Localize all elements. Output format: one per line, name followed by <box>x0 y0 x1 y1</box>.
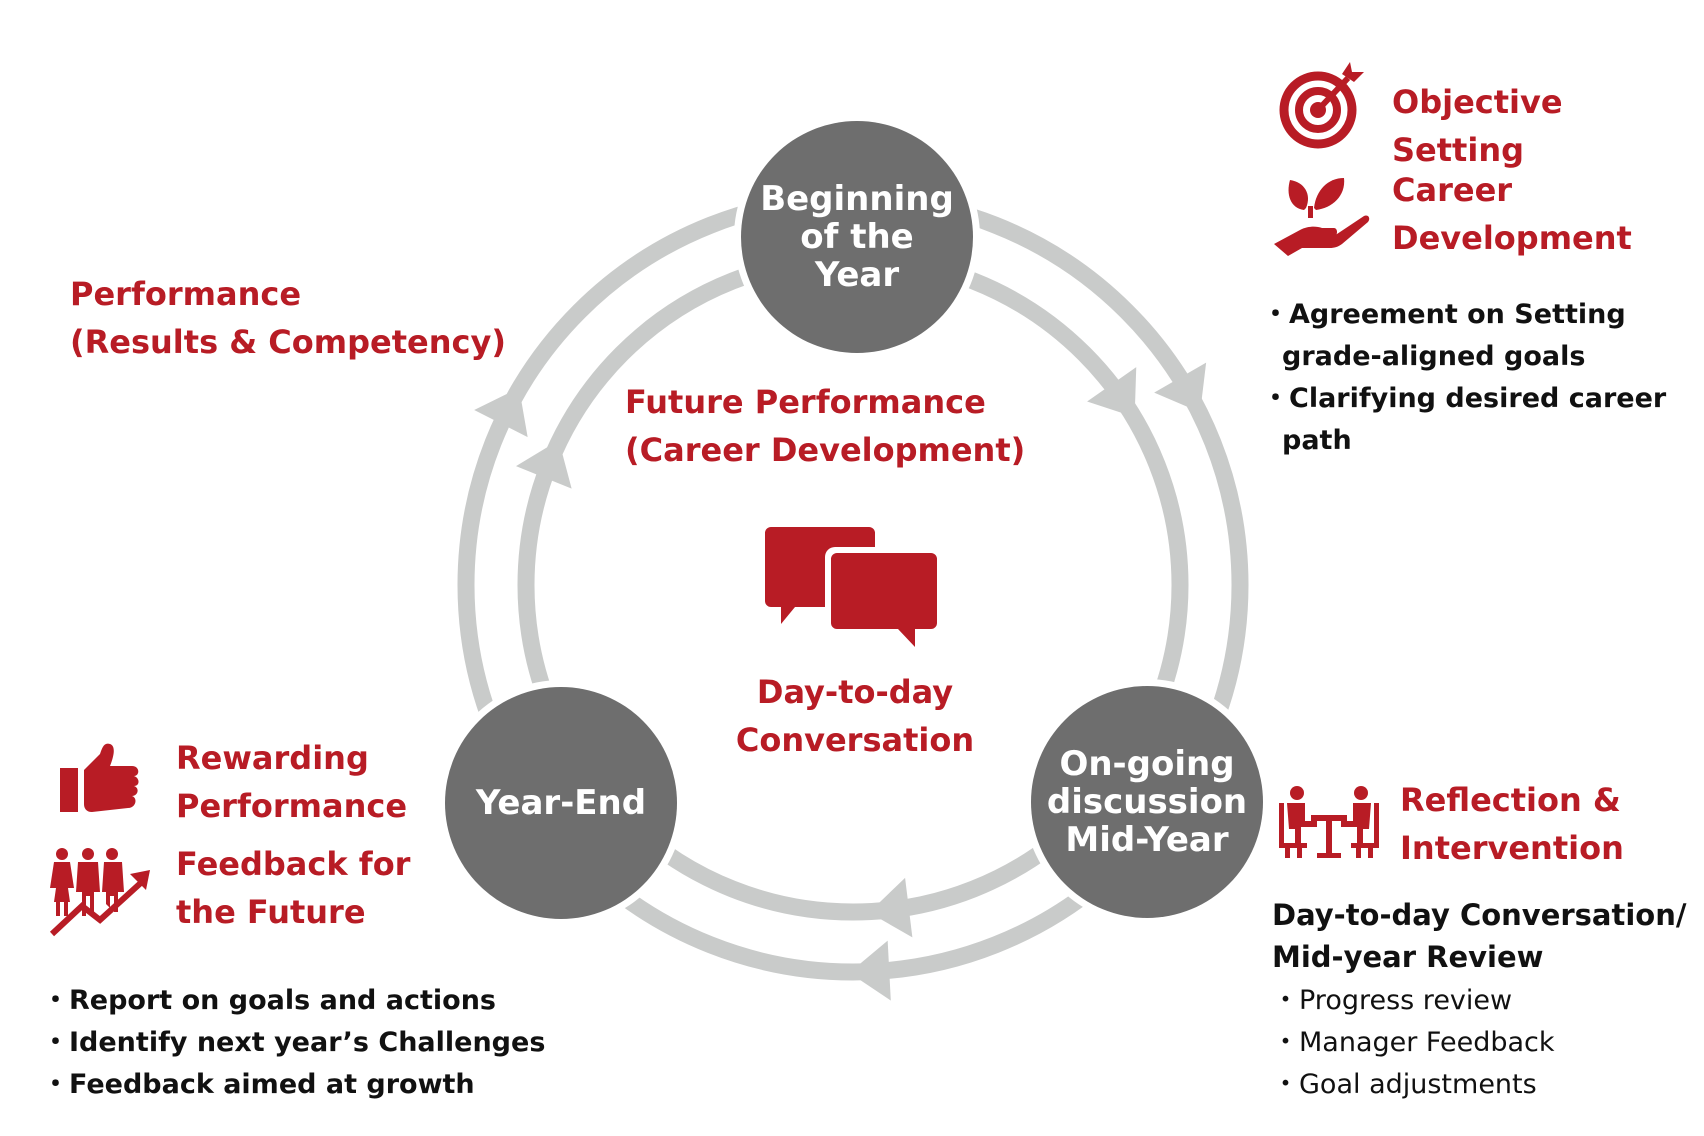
conversation-line: Day-to-day <box>756 673 954 711</box>
bullet-line: path <box>1282 425 1352 456</box>
rewarding-performance-label: Rewarding Performance <box>176 734 407 830</box>
bullet-item: ・Report on goals and actions <box>42 985 496 1016</box>
feedback-line: Feedback for <box>176 845 411 883</box>
objective-bullets: ・Agreement on Setting grade-aligned goal… <box>1262 294 1666 462</box>
career-line: Career <box>1392 171 1513 209</box>
bullet-item: ・Goal adjustments <box>1272 1069 1537 1100</box>
node-beginning-label: Beginning of the Year <box>741 121 973 353</box>
node-label-line: Year-End <box>475 782 647 823</box>
cycle-arrowhead <box>474 387 528 438</box>
node-label-line: discussion <box>1046 781 1248 822</box>
node-label-line: On-going <box>1059 743 1235 784</box>
target-icon <box>1279 62 1364 149</box>
midyear-bullets: ・Progress review ・Manager Feedback ・Goal… <box>1272 980 1555 1106</box>
midyear-review-heading: Day-to-day Conversation/ Mid-year Review <box>1272 894 1686 978</box>
year-end-bullets: ・Report on goals and actions ・Identify n… <box>42 980 545 1106</box>
reflection-intervention-label: Reflection & Intervention <box>1400 776 1624 872</box>
rewarding-line: Rewarding <box>176 739 369 777</box>
bullet-item: ・Agreement on Setting grade-aligned goal… <box>1262 294 1666 378</box>
heading-line: Day-to-day Conversation/ <box>1272 898 1687 932</box>
node-beginning-of-year[interactable] <box>741 121 973 353</box>
rewarding-line: Performance <box>176 787 408 825</box>
meeting-icon <box>1279 786 1379 858</box>
team-growth-icon <box>49 848 150 937</box>
bullet-item: ・Clarifying desired career path <box>1262 378 1666 462</box>
future-performance-label: Future Performance (Career Development) <box>625 378 1025 474</box>
performance-subtitle: (Results & Competency) <box>70 323 506 361</box>
bullet-line: ・Clarifying desired career <box>1262 383 1667 414</box>
plant-in-hand-icon <box>1274 178 1370 256</box>
bullet-line: ・Agreement on Setting <box>1262 299 1626 330</box>
future-performance-subtitle: (Career Development) <box>625 431 1026 469</box>
bullet-line: grade-aligned goals <box>1282 341 1586 372</box>
bullet-item: ・Progress review <box>1272 985 1513 1016</box>
thumbs-up-icon <box>60 743 139 812</box>
reflection-line: Intervention <box>1400 829 1624 867</box>
node-yearend-label: Year-End <box>445 687 677 919</box>
node-label-line: of the <box>800 216 914 257</box>
cycle-arrowhead <box>869 877 913 938</box>
node-label-line: Beginning <box>760 178 954 219</box>
bullet-item: ・Manager Feedback <box>1272 1027 1555 1058</box>
performance-label: Performance (Results & Competency) <box>70 270 506 366</box>
performance-title: Performance <box>70 275 302 313</box>
bullet-item: ・Feedback aimed at growth <box>42 1069 475 1100</box>
future-performance-title: Future Performance <box>625 383 986 421</box>
cycle-arrowhead <box>1154 362 1207 413</box>
speech-bubbles-icon <box>765 527 937 647</box>
heading-line: Mid-year Review <box>1272 940 1544 974</box>
node-label-line: Year <box>814 255 900 296</box>
reflection-line: Reflection & <box>1400 781 1621 819</box>
career-development-label: Career Development <box>1392 166 1632 262</box>
feedback-future-label: Feedback for the Future <box>176 840 410 936</box>
cycle-arrowhead <box>516 440 572 489</box>
node-year-end[interactable] <box>445 687 677 919</box>
day-to-day-conversation-label: Day-to-day Conversation <box>700 668 1010 764</box>
cycle-arrowhead <box>849 940 891 1001</box>
bullet-item: ・Identify next year’s Challenges <box>42 1027 546 1058</box>
career-line: Development <box>1392 219 1632 257</box>
node-mid-year[interactable] <box>1031 686 1263 918</box>
objective-setting-label: Objective Setting <box>1392 83 1563 169</box>
feedback-line: the Future <box>176 893 366 931</box>
node-midyear-label: On-going discussion Mid-Year <box>1031 686 1263 918</box>
cycle-arrowhead <box>1087 367 1137 418</box>
conversation-line: Conversation <box>735 721 975 759</box>
node-label-line: Mid-Year <box>1065 820 1229 861</box>
